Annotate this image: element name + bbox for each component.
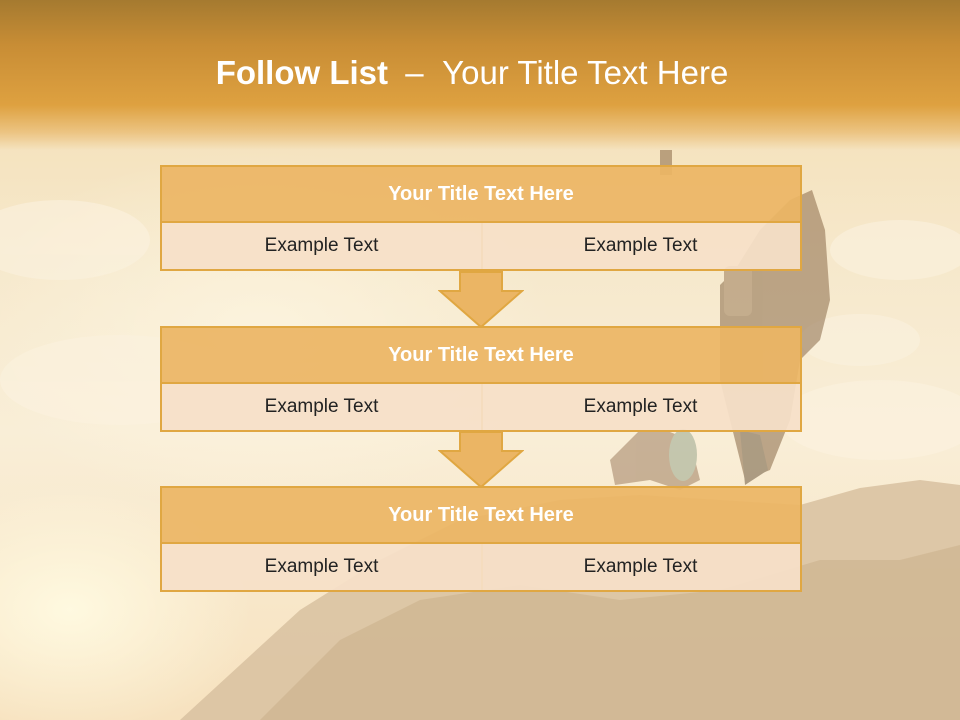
step-title[interactable]: Your Title Text Here xyxy=(162,328,800,384)
title-band xyxy=(0,0,960,150)
step-left-text[interactable]: Example Text xyxy=(162,544,483,590)
step-right-text[interactable]: Example Text xyxy=(481,223,800,269)
step-left-text[interactable]: Example Text xyxy=(162,384,483,430)
step-title[interactable]: Your Title Text Here xyxy=(162,488,800,544)
slide-title-bold: Follow List xyxy=(215,54,389,91)
slide-title-rest: Your Title Text Here xyxy=(442,54,729,91)
slide-title-separator: – xyxy=(405,54,424,91)
step-right-text[interactable]: Example Text xyxy=(481,384,800,430)
step-left-text[interactable]: Example Text xyxy=(162,223,483,269)
slide-title: Follow List – Your Title Text Here xyxy=(0,54,944,92)
step-block-1: Your Title Text Here Example Text Exampl… xyxy=(160,165,802,271)
step-right-text[interactable]: Example Text xyxy=(481,544,800,590)
down-arrow-icon xyxy=(438,271,524,329)
step-block-2: Your Title Text Here Example Text Exampl… xyxy=(160,326,802,432)
step-block-3: Your Title Text Here Example Text Exampl… xyxy=(160,486,802,592)
step-title[interactable]: Your Title Text Here xyxy=(162,167,800,223)
down-arrow-icon xyxy=(438,431,524,489)
